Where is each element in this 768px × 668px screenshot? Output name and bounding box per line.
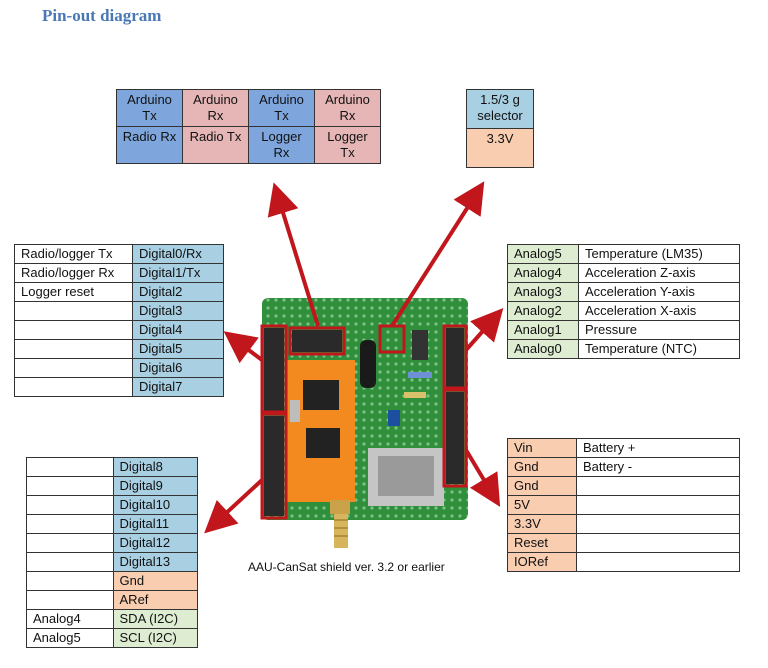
- pin-description: [576, 552, 740, 572]
- page-title: Pin-out diagram: [42, 6, 162, 25]
- pin-description: Battery -: [576, 457, 740, 477]
- serial-cell: Logger Rx: [248, 126, 315, 164]
- table-row: ARef: [26, 590, 199, 610]
- selector-value: 3.3V: [466, 128, 534, 168]
- pointer-arrows: [204, 181, 504, 534]
- serial-cell: Arduino Tx: [248, 89, 315, 127]
- pin-name: ARef: [112, 590, 199, 610]
- table-row: 3.3V: [507, 514, 740, 534]
- pin-name: Digital10: [112, 495, 199, 515]
- table-row: Digital13: [26, 552, 199, 572]
- pin-name: Digital13: [112, 552, 199, 572]
- pin-description: Temperature (NTC): [578, 339, 740, 359]
- table-row: Digital12: [26, 533, 199, 553]
- pin-description: Logger reset: [14, 282, 133, 302]
- pin-name: Reset: [507, 533, 577, 553]
- board-caption: AAU-CanSat shield ver. 3.2 or earlier: [248, 560, 445, 574]
- pin-name: Digital6: [132, 358, 224, 378]
- serial-cell: Radio Tx: [182, 126, 249, 164]
- sensor-components: [360, 330, 432, 426]
- pin-name: 3.3V: [507, 514, 577, 534]
- pin-name: Analog2: [507, 301, 579, 321]
- serial-cell: Arduino Rx: [182, 89, 249, 127]
- highlight-boxes: [260, 324, 468, 520]
- radio-module: [287, 360, 355, 502]
- pin-description: Acceleration Z-axis: [578, 263, 740, 283]
- pin-name: Digital4: [132, 320, 224, 340]
- pin-name: IORef: [507, 552, 577, 572]
- pin-name: SDA (I2C): [112, 609, 199, 629]
- pin-name: Digital12: [112, 533, 199, 553]
- pin-name: Analog3: [507, 282, 579, 302]
- serial-pin-table: Arduino Tx Arduino Rx Arduino Tx Arduino…: [116, 89, 381, 164]
- antenna-connector: [330, 500, 350, 548]
- pin-description: Acceleration Y-axis: [578, 282, 740, 302]
- pin-name: Digital7: [132, 377, 224, 397]
- pin-name: Digital5: [132, 339, 224, 359]
- table-row: Digital9: [26, 476, 199, 496]
- pin-description: Analog4: [26, 609, 114, 629]
- pin-name: Analog1: [507, 320, 579, 340]
- sd-card-slot: [368, 448, 444, 506]
- pin-description: Analog5: [26, 628, 114, 648]
- table-row: Digital6: [14, 358, 224, 378]
- pin-name: Analog0: [507, 339, 579, 359]
- pin-name: Digital8: [112, 457, 199, 477]
- pin-name: Gnd: [507, 457, 577, 477]
- pin-name: Digital9: [112, 476, 199, 496]
- table-row: Gnd: [507, 476, 740, 496]
- pin-name: Gnd: [507, 476, 577, 496]
- serial-cell: Logger Tx: [314, 126, 381, 164]
- pin-name: SCL (I2C): [112, 628, 199, 648]
- table-row: 5V: [507, 495, 740, 515]
- selector-table: 1.5/3 g selector 3.3V: [466, 89, 534, 168]
- pin-name: Analog4: [507, 263, 579, 283]
- table-row: Digital5: [14, 339, 224, 359]
- serial-cell: Arduino Rx: [314, 89, 381, 127]
- table-row: Digital7: [14, 377, 224, 397]
- table-row: Digital11: [26, 514, 199, 534]
- table-row: IORef: [507, 552, 740, 572]
- pin-name: Digital1/Tx: [132, 263, 224, 283]
- pin-name: Vin: [507, 438, 577, 458]
- serial-cell: Radio Rx: [116, 126, 183, 164]
- table-row: Digital4: [14, 320, 224, 340]
- pin-name: Digital0/Rx: [132, 244, 224, 264]
- pin-headers: [264, 328, 464, 516]
- table-row: Digital3: [14, 301, 224, 321]
